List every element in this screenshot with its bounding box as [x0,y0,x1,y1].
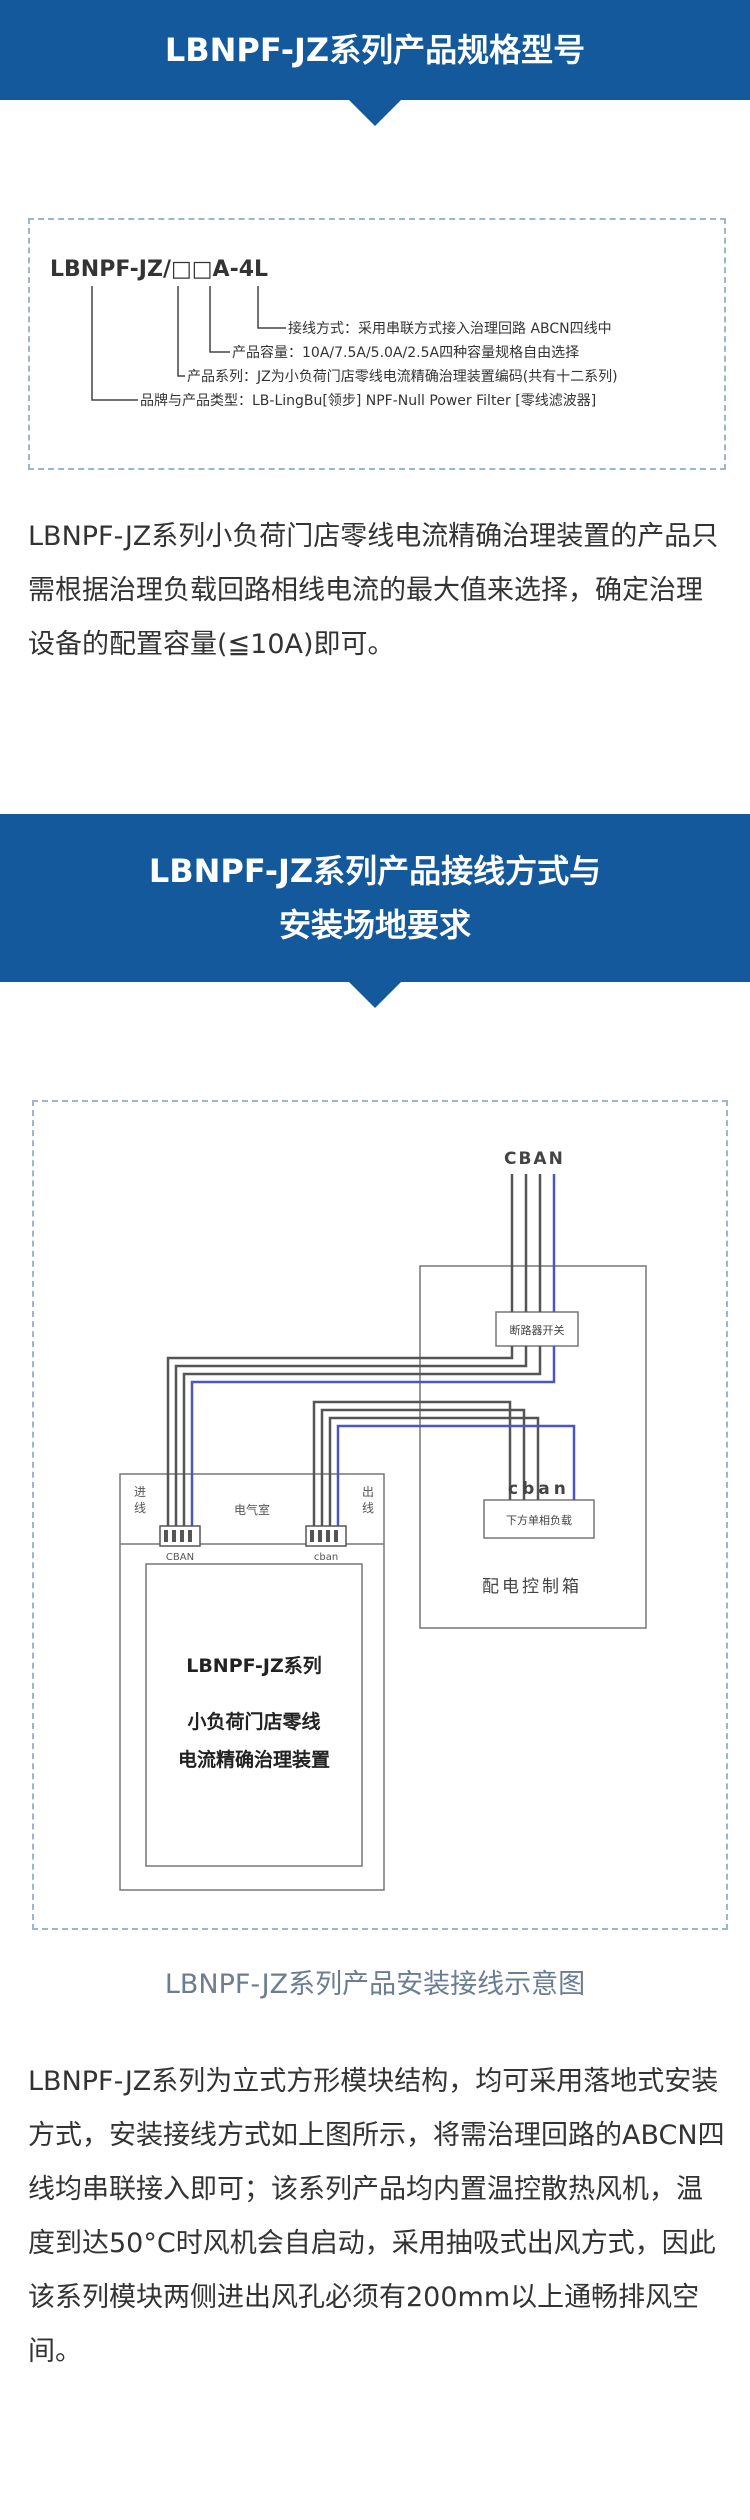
downstream-load-box [483,1499,595,1539]
spec-series: 产品系列：JZ为小负荷门店零线电流精确治理装置编码(共有十二系列) [187,369,618,385]
device-name-1: LBNPF-JZ系列 [186,1655,322,1677]
spec-wiring: 接线方式：采用串联方式接入治理回路 ABCN四线中 [288,320,612,337]
section-header-specs: LBNPF-JZ系列产品规格型号 [0,0,750,100]
spec-capacity: 产品容量：10A/7.5A/5.0A/2.5A四种容量规格自由选择 [232,344,579,361]
device-box [145,1563,363,1867]
breaker-box [495,1311,579,1347]
section-header-wiring: LBNPF-JZ系列产品接线方式与 安装场地要求 [0,814,750,982]
distribution-box-label: 配电控制箱 [482,1577,582,1597]
inlet-label-1: 进 [134,1485,146,1499]
spec-brand: 品牌与产品类型：LB-LingBu[领步] NPF-Null Power Fil… [140,392,596,409]
top-phase-labels: CBAN [504,1149,565,1169]
inlet-label-2: 线 [134,1501,146,1515]
device-name-2: 小负荷门店零线 [187,1710,320,1733]
header-notch [349,982,401,1008]
breaker-label: 断路器开关 [510,1323,565,1337]
outlet-label-2: 线 [362,1501,374,1515]
spec-description: LBNPF-JZ系列小负荷门店零线电流精确治理装置的产品只需根据治理负载回路相线… [28,521,719,660]
lower-phase-labels: cban [508,1479,570,1499]
section-title-line2: 安装场地要求 [278,906,471,944]
outlet-label-1: 出 [362,1485,374,1499]
electrical-room [119,1473,385,1891]
spec-diagram: LBNPF-JZ/□□A-4L 接线方式：采用串联方式接入治理回路 ABCN四线… [50,257,618,409]
wiring-diagram: CBAN 断路器开关 cban 下方单相负载 配电控制箱 进 线 电气室 出 线… [119,1149,647,1891]
downstream-load-label: 下方单相负载 [506,1513,572,1527]
outlet-terminal-label: cban [314,1552,338,1563]
distribution-box [419,1265,647,1629]
wiring-diagram-frame: CBAN 断路器开关 cban 下方单相负载 配电控制箱 进 线 电气室 出 线… [32,1100,728,1930]
header-notch [349,100,401,126]
installation-description: LBNPF-JZ系列为立式方形模块结构，均可采用落地式安装方式，安装接线方式如上… [28,2066,725,2367]
spec-diagram-frame: LBNPF-JZ/□□A-4L 接线方式：采用串联方式接入治理回路 ABCN四线… [28,218,726,470]
device-name-3: 电流精确治理装置 [178,1748,330,1771]
diagram-caption: LBNPF-JZ系列产品安装接线示意图 [164,1969,586,2000]
electrical-room-label: 电气室 [234,1502,270,1517]
section-title: LBNPF-JZ系列产品规格型号 [164,31,586,69]
section-title-line1: LBNPF-JZ系列产品接线方式与 [148,852,602,890]
inlet-terminal-label: CBAN [166,1552,194,1563]
model-code: LBNPF-JZ/□□A-4L [50,257,268,282]
